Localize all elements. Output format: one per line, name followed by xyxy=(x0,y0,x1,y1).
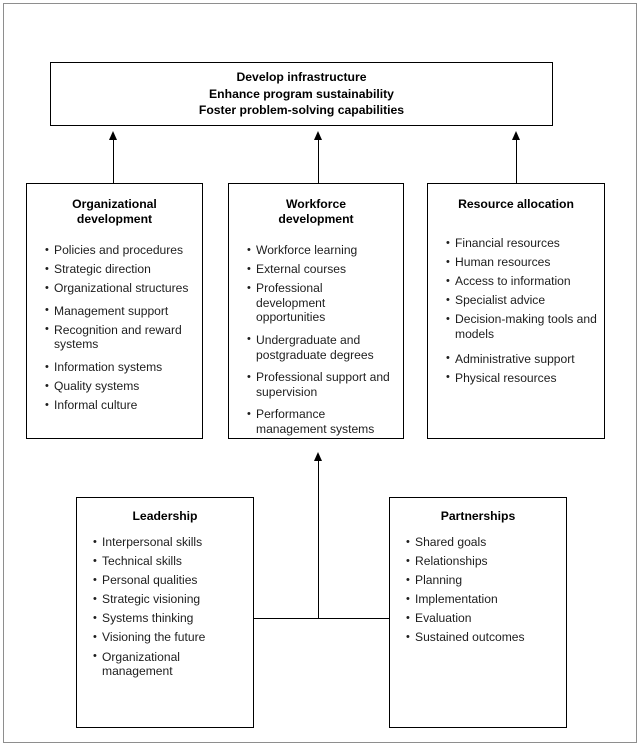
list-item: Performance management systems xyxy=(247,407,391,436)
pillar-list-workforce-development: Workforce learning External courses Prof… xyxy=(229,243,403,437)
list-item: Visioning the future xyxy=(93,630,253,645)
title-line: Organizational xyxy=(72,197,157,211)
pillar-list-resource-allocation: Financial resources Human resources Acce… xyxy=(428,236,604,385)
goal-box: Develop infrastructure Enhance program s… xyxy=(50,62,553,126)
connector-leadership-partnerships xyxy=(253,618,389,619)
list-item: Access to information xyxy=(446,274,604,289)
list-item: Specialist advice xyxy=(446,293,604,308)
pillar-organizational-development: Organizational development Policies and … xyxy=(26,183,203,439)
list-item: Organizational management xyxy=(93,649,212,679)
title-line: development xyxy=(278,212,354,226)
list-item: Administrative support xyxy=(446,351,604,367)
outer-frame xyxy=(3,3,637,743)
list-item: Relationships xyxy=(406,554,566,569)
list-item: Quality systems xyxy=(45,379,202,394)
list-item: Management support xyxy=(45,303,202,319)
list-item: Planning xyxy=(406,573,566,588)
list-item: Sustained outcomes xyxy=(406,630,566,645)
pillar-title-workforce-development: Workforce development xyxy=(229,197,403,227)
title-line: Partnerships xyxy=(440,509,516,523)
connector-org-to-goal xyxy=(113,140,114,183)
list-item: Informal culture xyxy=(45,398,202,413)
list-item: Professional development opportunities xyxy=(247,281,361,325)
goal-text: Develop infrastructure Enhance program s… xyxy=(199,69,404,119)
list-item: Strategic direction xyxy=(45,262,202,277)
list-item: Policies and procedures xyxy=(45,243,202,258)
connector-workforce-to-goal xyxy=(318,140,319,183)
list-item: Organizational structures xyxy=(45,281,202,296)
pillar-list-organizational-development: Policies and procedures Strategic direct… xyxy=(27,243,202,413)
list-item: Interpersonal skills xyxy=(93,535,253,550)
goal-line-3: Foster problem-solving capabilities xyxy=(198,103,405,118)
pillar-title-resource-allocation: Resource allocation xyxy=(428,197,604,212)
list-item: Technical skills xyxy=(93,554,253,569)
list-item: Financial resources xyxy=(446,236,604,251)
list-item: Professional support and supervision xyxy=(247,370,403,399)
list-item: Systems thinking xyxy=(93,611,253,626)
list-item: Personal qualities xyxy=(93,573,253,588)
list-item: Recognition and reward systems xyxy=(45,322,202,352)
pillar-resource-allocation: Resource allocation Financial resources … xyxy=(427,183,605,439)
list-item: Physical resources xyxy=(446,370,604,386)
list-item: Evaluation xyxy=(406,611,566,626)
title-line: Workforce xyxy=(285,197,347,211)
foundation-partnerships: Partnerships Shared goals Relationships … xyxy=(389,497,567,728)
pillar-title-organizational-development: Organizational development xyxy=(27,197,202,227)
list-item: Implementation xyxy=(406,592,566,607)
goal-line-2: Enhance program sustainability xyxy=(209,86,394,101)
title-line: development xyxy=(76,212,153,226)
list-item: Shared goals xyxy=(406,535,566,550)
foundation-title-leadership: Leadership xyxy=(77,509,253,524)
list-item: External courses xyxy=(247,262,403,277)
foundation-title-partnerships: Partnerships xyxy=(390,509,566,524)
list-item: Information systems xyxy=(45,360,202,375)
list-item: Decision-making tools and models xyxy=(446,312,604,341)
connector-resource-to-goal xyxy=(516,140,517,183)
foundation-list-leadership: Interpersonal skills Technical skills Pe… xyxy=(77,535,253,679)
goal-line-1: Develop infrastructure xyxy=(236,70,367,85)
title-line: Leadership xyxy=(132,509,198,523)
foundation-leadership: Leadership Interpersonal skills Technica… xyxy=(76,497,254,728)
arrowhead-resource-to-goal xyxy=(512,131,520,140)
arrowhead-org-to-goal xyxy=(109,131,117,140)
title-line: Resource allocation xyxy=(458,197,574,211)
arrowhead-foundation-to-workforce xyxy=(314,452,322,461)
list-item: Human resources xyxy=(446,255,604,270)
connector-foundation-to-workforce xyxy=(318,461,319,618)
list-item: Strategic visioning xyxy=(93,592,253,607)
arrowhead-workforce-to-goal xyxy=(314,131,322,140)
foundation-list-partnerships: Shared goals Relationships Planning Impl… xyxy=(390,535,566,645)
list-item: Workforce learning xyxy=(247,243,403,258)
pillar-workforce-development: Workforce development Workforce learning… xyxy=(228,183,404,439)
list-item: Undergraduate and postgraduate degrees xyxy=(247,332,403,362)
